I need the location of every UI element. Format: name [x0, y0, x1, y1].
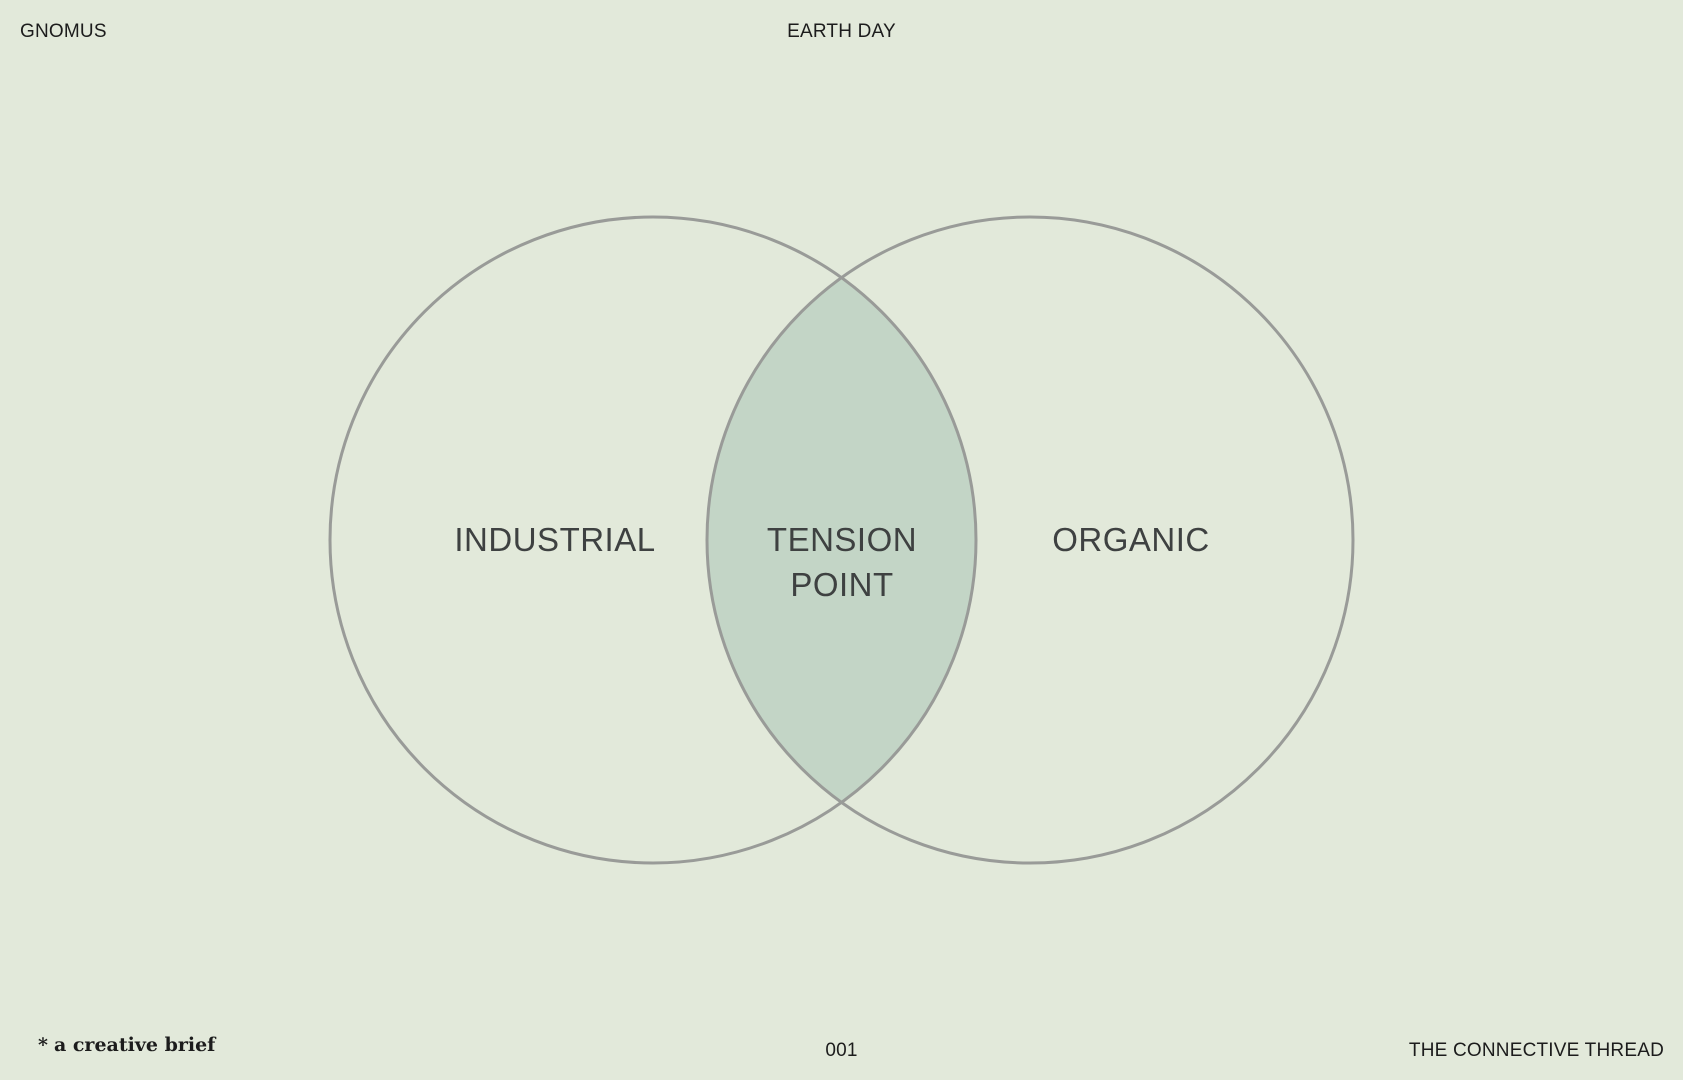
- intersection-region: [707, 217, 976, 863]
- section-title: THE CONNECTIVE THREAD: [1408, 1040, 1664, 1061]
- page-number: 001: [825, 1040, 858, 1061]
- organic-label: ORGANIC: [1052, 521, 1210, 558]
- asterisk-icon: *: [38, 1034, 48, 1056]
- creative-brief-note: *a creative brief: [38, 1034, 215, 1056]
- event-title: EARTH DAY: [787, 21, 896, 42]
- organic-circle: [705, 215, 1355, 865]
- industrial-label: INDUSTRIAL: [454, 521, 655, 558]
- creative-brief-label: a creative brief: [53, 1034, 216, 1056]
- industrial-circle: [328, 215, 978, 865]
- brand-name: GNOMUS: [20, 21, 107, 42]
- tension-label-line1: TENSION: [767, 521, 917, 558]
- tension-label-line2: POINT: [790, 566, 893, 603]
